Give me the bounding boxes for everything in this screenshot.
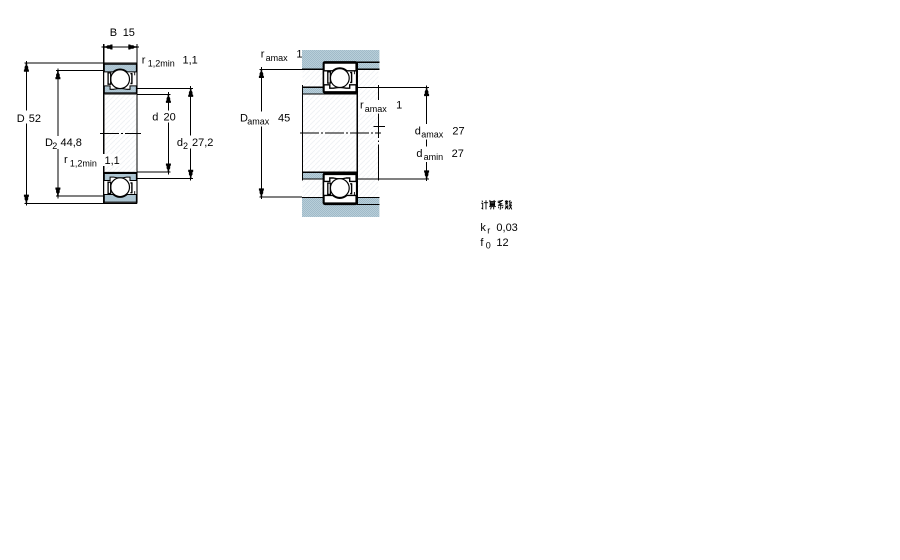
svg-text:27,2: 27,2 [192, 137, 213, 149]
svg-text:15: 15 [123, 27, 135, 39]
svg-text:B: B [110, 27, 117, 39]
svg-text:1,1: 1,1 [105, 155, 120, 167]
svg-text:r: r [360, 100, 364, 112]
svg-text:amax: amax [365, 104, 388, 114]
svg-text:r: r [64, 154, 68, 166]
svg-text:amax: amax [247, 117, 270, 127]
svg-text:D: D [45, 137, 53, 149]
svg-text:27: 27 [452, 125, 464, 137]
svg-text:52: 52 [29, 113, 41, 125]
svg-text:0,03: 0,03 [496, 222, 517, 234]
svg-text:44,8: 44,8 [61, 137, 82, 149]
svg-text:f: f [480, 237, 484, 249]
svg-text:r: r [142, 54, 146, 66]
svg-text:d: d [152, 112, 158, 124]
svg-text:2: 2 [183, 141, 188, 151]
svg-text:amin: amin [424, 152, 444, 162]
svg-text:1,2min: 1,2min [70, 158, 97, 168]
svg-text:45: 45 [278, 113, 290, 125]
svg-text:20: 20 [164, 112, 176, 124]
svg-text:r: r [487, 225, 490, 235]
svg-text:d: d [415, 125, 421, 137]
svg-text:1: 1 [296, 49, 302, 61]
svg-text:0: 0 [486, 240, 491, 250]
svg-text:amax: amax [421, 129, 444, 139]
svg-text:d: d [177, 137, 183, 149]
svg-text:1: 1 [396, 100, 402, 112]
svg-text:2: 2 [52, 141, 57, 151]
svg-text:D: D [240, 113, 248, 125]
svg-text:27: 27 [452, 148, 464, 160]
svg-text:k: k [480, 222, 486, 234]
svg-text:1,2min: 1,2min [148, 58, 175, 68]
svg-text:1,1: 1,1 [183, 55, 198, 67]
svg-text:amax: amax [266, 53, 289, 63]
svg-text:r: r [261, 49, 265, 61]
svg-text:d: d [416, 148, 422, 160]
svg-text:D: D [17, 113, 25, 125]
svg-text:12: 12 [496, 237, 508, 249]
